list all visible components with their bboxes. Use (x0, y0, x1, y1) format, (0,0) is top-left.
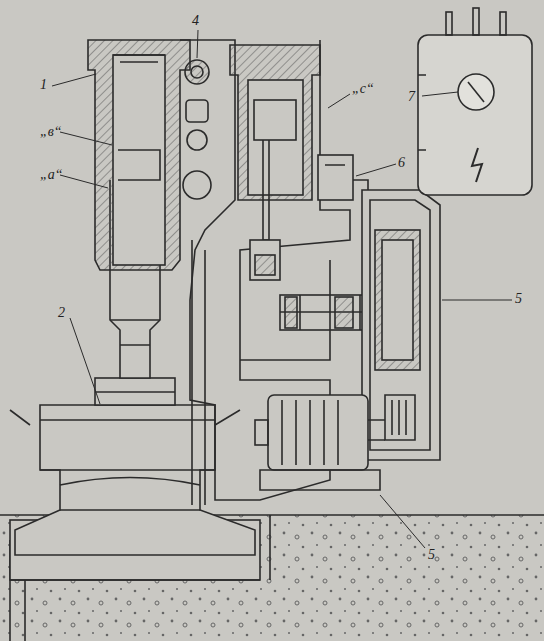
callout-label: „в“ (40, 125, 62, 139)
callout-label: 6 (398, 156, 405, 170)
callout-label: 1 (40, 78, 47, 92)
callout-label: 4 (192, 14, 199, 28)
callout-label: 5 (515, 292, 522, 306)
callout-label: „а“ (40, 168, 63, 182)
callout-label: 5 (428, 548, 435, 562)
callout-label: „с“ (352, 82, 374, 96)
callout-label: 7 (408, 90, 415, 104)
callout-label: 2 (58, 306, 65, 320)
